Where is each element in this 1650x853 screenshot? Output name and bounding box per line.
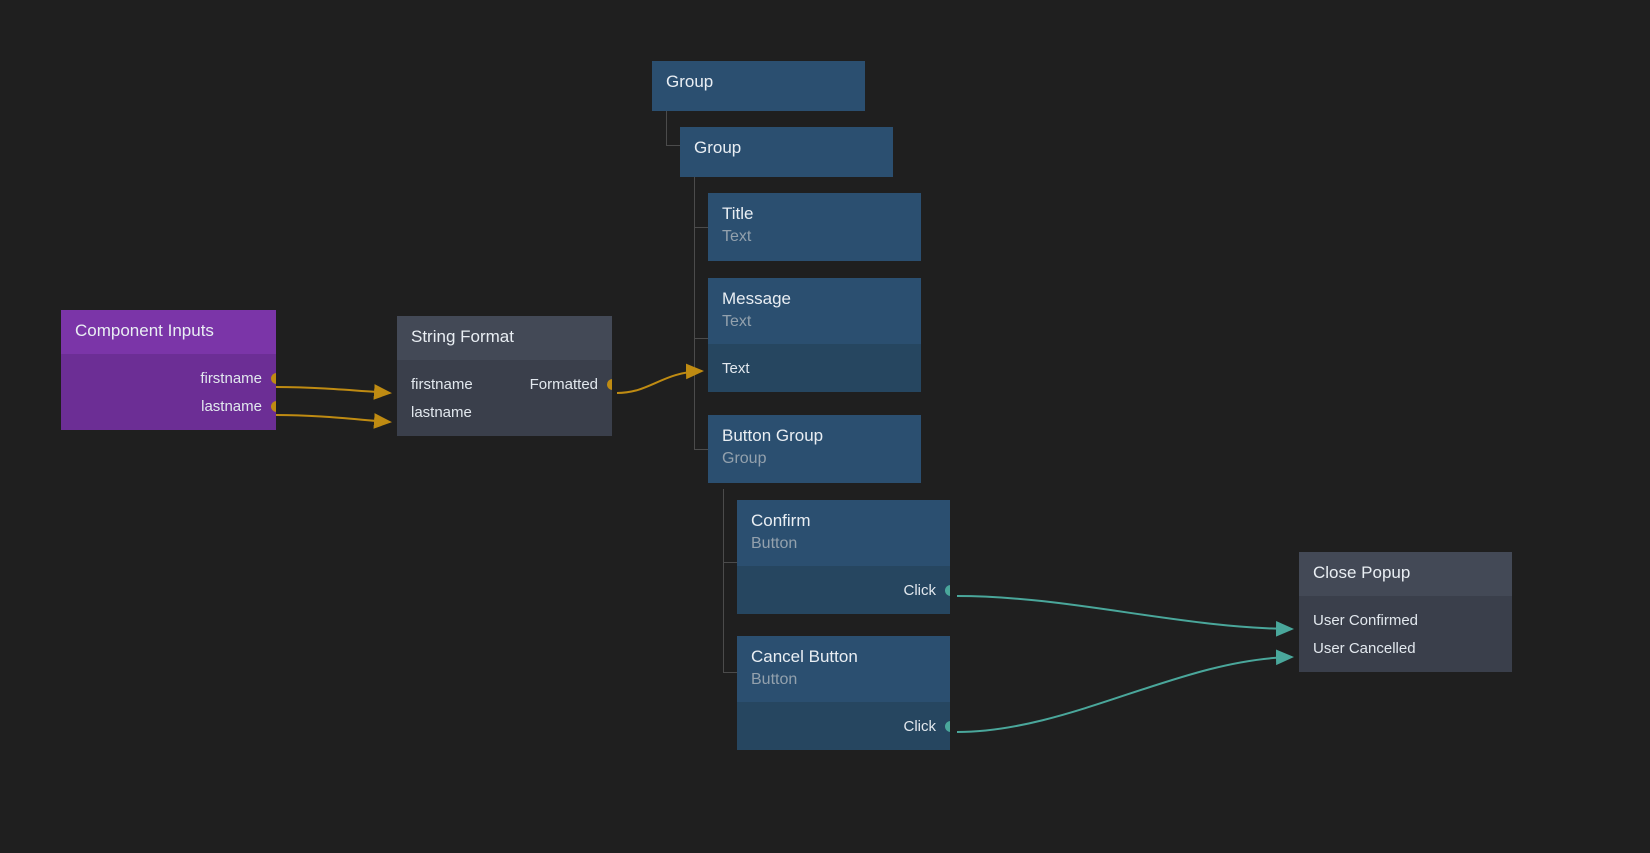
body-spacer — [397, 426, 612, 436]
port-label-input: firstname — [411, 375, 473, 393]
node-subtitle: Group — [722, 450, 767, 467]
port-firstname-out[interactable]: firstname — [61, 364, 276, 392]
node-title: Group — [666, 72, 714, 91]
node-title: Message — [722, 289, 791, 308]
node-close-popup[interactable]: Close Popup User Confirmed User Cancelle… — [1299, 552, 1512, 672]
node-title: Confirm — [751, 511, 811, 530]
edge-firstname — [275, 384, 392, 400]
tree-tick-confirm — [723, 562, 737, 563]
node-title: Button Group — [722, 426, 824, 445]
port-user-cancelled-in[interactable]: User Cancelled — [1299, 634, 1512, 662]
node-button-group[interactable]: Button Group Group — [708, 415, 921, 483]
port-label: User Cancelled — [1313, 639, 1416, 657]
node-group-inner[interactable]: Group — [680, 127, 893, 177]
port-dot-orange[interactable] — [606, 378, 612, 390]
port-label: Click — [903, 581, 937, 599]
port-dot-teal[interactable] — [944, 584, 950, 596]
port-label: firstname — [200, 369, 262, 387]
tree-trunk-group-inner — [694, 177, 695, 449]
port-label-input: lastname — [411, 403, 472, 421]
node-header: Group — [680, 127, 893, 171]
port-label: lastname — [201, 397, 262, 415]
edge-lastname — [275, 413, 392, 429]
port-label: User Confirmed — [1313, 611, 1419, 629]
node-subtitle: Text — [722, 228, 752, 245]
node-header: Title Text — [708, 193, 921, 259]
port-row-lastname[interactable]: lastname — [397, 398, 612, 426]
body-spacer — [737, 740, 950, 750]
node-subtitle: Button — [751, 535, 798, 552]
node-title: Cancel Button — [751, 647, 858, 666]
port-label-output: Formatted — [529, 375, 598, 393]
node-body: firstname lastname — [61, 354, 276, 430]
node-title: Group — [694, 138, 742, 157]
node-message[interactable]: Message Text Text — [708, 278, 921, 392]
node-header: String Format — [397, 316, 612, 360]
tree-tick-title — [694, 227, 708, 228]
port-dot-orange[interactable] — [270, 372, 276, 384]
body-spacer — [708, 344, 921, 354]
node-header: Close Popup — [1299, 552, 1512, 596]
tree-tick-message — [694, 338, 708, 339]
node-header: Message Text — [708, 278, 921, 344]
body-spacer — [61, 420, 276, 430]
node-group-outer[interactable]: Group — [652, 61, 865, 111]
node-header: Confirm Button — [737, 500, 950, 566]
port-row-firstname-formatted[interactable]: firstname Formatted — [397, 370, 612, 398]
tree-tick-button-group — [694, 449, 708, 450]
port-dot-teal[interactable] — [944, 720, 950, 732]
node-subtitle: Text — [722, 313, 752, 330]
node-body: Click — [737, 566, 950, 614]
tree-trunk-button-group — [723, 489, 724, 673]
tree-connector-group-outer — [666, 111, 680, 146]
port-click-out[interactable]: Click — [737, 576, 950, 604]
node-title: String Format — [411, 327, 514, 346]
node-title: Close Popup — [1313, 563, 1411, 582]
tree-tick-cancel — [723, 672, 737, 673]
body-spacer — [737, 604, 950, 614]
port-click-out[interactable]: Click — [737, 712, 950, 740]
node-string-format[interactable]: String Format firstname Formatted lastna… — [397, 316, 612, 436]
body-spacer — [1299, 662, 1512, 672]
node-header: Button Group Group — [708, 415, 921, 481]
node-cancel-button[interactable]: Cancel Button Button Click — [737, 636, 950, 750]
port-text-in[interactable]: Text — [708, 354, 921, 382]
body-spacer — [737, 566, 950, 576]
body-spacer — [397, 360, 612, 370]
port-lastname-out[interactable]: lastname — [61, 392, 276, 420]
body-spacer — [1299, 596, 1512, 606]
node-title-text[interactable]: Title Text — [708, 193, 921, 261]
node-body: Text — [708, 344, 921, 392]
node-body: Click — [737, 702, 950, 750]
node-body: firstname Formatted lastname — [397, 360, 612, 436]
port-label: Click — [903, 717, 937, 735]
body-spacer — [708, 382, 921, 392]
node-title: Component Inputs — [75, 321, 214, 340]
node-header: Cancel Button Button — [737, 636, 950, 702]
edge-cancel-click — [956, 649, 1294, 733]
body-spacer — [61, 354, 276, 364]
node-body: User Confirmed User Cancelled — [1299, 596, 1512, 672]
body-spacer — [737, 702, 950, 712]
node-header: Group — [652, 61, 865, 105]
node-confirm[interactable]: Confirm Button Click — [737, 500, 950, 614]
node-subtitle: Button — [751, 671, 798, 688]
port-user-confirmed-in[interactable]: User Confirmed — [1299, 606, 1512, 634]
port-label: Text — [722, 359, 750, 377]
port-dot-orange[interactable] — [270, 400, 276, 412]
node-header: Component Inputs — [61, 310, 276, 354]
edge-formatted-to-text — [616, 363, 704, 394]
node-title: Title — [722, 204, 754, 223]
edge-confirm-click — [956, 595, 1294, 637]
node-component-inputs[interactable]: Component Inputs firstname lastname — [61, 310, 276, 430]
